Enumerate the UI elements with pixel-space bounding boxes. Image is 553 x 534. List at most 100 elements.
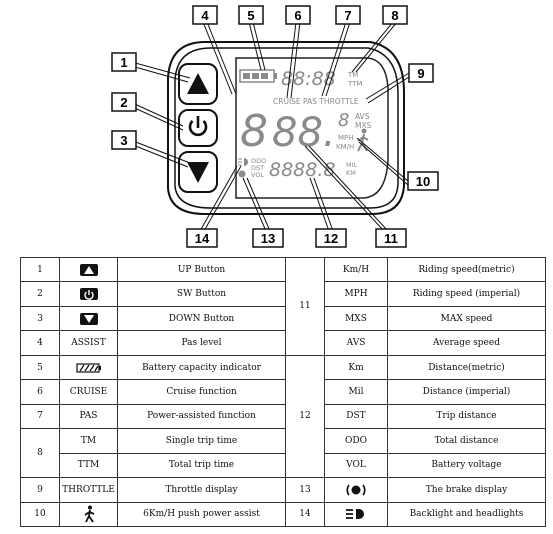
item-number: 12 [285,354,325,479]
callout-3: 3 [120,133,127,148]
item-number: 5 [20,354,60,381]
item-label: DST [324,403,388,430]
item-description: MAX speed [387,305,546,332]
item-description: Average speed [387,330,546,356]
item-label: TTM [59,452,118,479]
item-description: The brake display [387,477,546,503]
lcd-screen [235,57,389,199]
up-arrow-icon [187,73,209,94]
item-number: 13 [285,477,325,503]
callout-6: 6 [294,8,301,23]
item-description: Battery capacity indicator [117,354,286,381]
callout-12: 12 [324,231,338,246]
brake-lcd-icon [234,169,246,179]
item-description: Distance(metric) [387,354,546,381]
walking-person-icon [59,501,118,528]
item-description: Battery voltage [387,452,546,479]
item-description: Riding speed(metric) [387,256,546,283]
item-description: Power-assisted function [117,403,286,430]
callout-10: 10 [416,174,430,189]
item-description: Total distance [387,428,546,454]
battery-icon [59,354,118,381]
item-description: UP Button [117,256,286,283]
item-description: Throttle display [117,477,286,503]
table-row: 10 6Km/H push power assist 14 Backlight … [20,501,546,528]
item-label: Km [324,354,388,381]
item-number: 8 [20,428,60,479]
item-description: 6Km/H push power assist [117,501,286,528]
callout-7: 7 [344,8,351,23]
up-button-icon [59,256,118,283]
item-description: SW Button [117,281,286,307]
item-description: DOWN Button [117,305,286,332]
item-number: 10 [20,501,60,528]
callout-11: 11 [384,231,398,246]
item-description: Backlight and headlights [387,501,546,528]
odo-label: ODO [251,157,266,165]
speed-kmh: KM/H [336,143,354,151]
item-number: 11 [285,257,325,356]
brake-icon [324,477,388,503]
item-number: 7 [20,403,60,430]
table-row: 7 PAS Power-assisted function DST Trip d… [20,403,546,430]
time-unit-ttm: TTM [347,80,362,88]
item-number: 14 [285,501,325,528]
item-number: 9 [20,477,60,503]
assist-digit: 8 [240,106,268,157]
table-row: 4 ASSIST Pas level AVS Average speed [20,330,546,356]
item-label: ODO [324,428,388,454]
item-label: CRUISE [59,379,118,405]
power-icon [188,116,208,137]
item-label: VOL [324,452,388,479]
item-label: Km/H [324,256,388,283]
callout-2: 2 [120,95,127,110]
mode-text: CRUISE PAS THROTTLE [273,97,359,106]
item-label: Mil [324,379,388,405]
item-number: 6 [20,379,60,405]
table-row: 3 DOWN Button MXS MAX speed [20,305,546,332]
callout-1: 1 [120,55,127,70]
speed-small-digit: 8 [338,110,349,131]
item-description: Total trip time [117,452,286,479]
speed-digits: 88. [272,110,336,156]
speed-avs: AVS [355,112,370,121]
item-label: PAS [59,403,118,430]
item-label: THROTTLE [59,477,118,503]
down-arrow-icon [187,162,209,183]
down-button-icon [59,305,118,332]
item-description: Single trip time [117,428,286,454]
item-label: AVS [324,330,388,356]
table-row: 2 SW Button MPH Riding speed (imperial) [20,281,546,307]
headlight-lcd-icon [238,158,248,166]
display-diagram: 88:88 TM TTM CRUISE PAS THROTTLE 8 88. 8… [111,5,439,248]
table-row: 8 TM Single trip time ODO Total distance [20,428,546,479]
km-label: KM [346,169,356,177]
speed-mph: MPH [338,134,354,142]
dst-label: DST [251,164,264,172]
table-row: 9 THROTTLE Throttle display 13 The brake… [20,477,546,503]
distance-digits: 8888.8 [269,159,335,181]
table-row: 1 UP Button 11 Km/H Riding speed(metric) [20,256,546,356]
item-label: ASSIST [59,330,118,356]
item-description: Cruise function [117,379,286,405]
item-description: Riding speed (imperial) [387,281,546,307]
table-row: 5 Battery capacity indicator 12 Km Dista… [20,354,546,479]
item-number: 3 [20,305,60,332]
speed-mxs: MXS [355,121,372,130]
item-description: Pas level [117,330,286,356]
legend-table: 1 UP Button 11 Km/H Riding speed(metric)… [20,256,546,528]
headlight-icon [324,501,388,528]
item-number: 1 [20,256,60,283]
item-label: MXS [324,305,388,332]
mil-label: MIL [346,161,358,169]
power-button-icon [59,281,118,307]
table-row: TTM Total trip time VOL Battery voltage [21,452,546,479]
callout-13: 13 [261,231,275,246]
callout-leaders [127,21,410,232]
table-row: 6 CRUISE Cruise function Mil Distance (i… [20,379,546,405]
callout-4: 4 [201,8,209,23]
item-label: TM [59,428,118,454]
callout-boxes [111,5,439,248]
item-label: MPH [324,281,388,307]
battery-segment-icon [239,69,277,83]
